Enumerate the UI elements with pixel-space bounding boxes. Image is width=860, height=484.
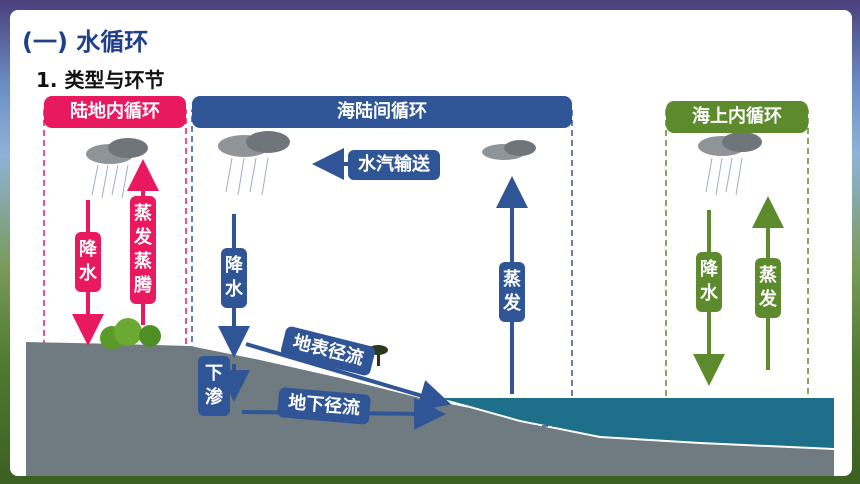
sea-cycle-box [665, 109, 809, 427]
land-evap-label: 蒸发蒸腾 [130, 196, 156, 304]
cloud-rain-icon [86, 138, 148, 199]
sea-land-cycle-title: 海陆间循环 [192, 96, 572, 128]
sea-land-evap-label: 蒸发 [499, 262, 525, 322]
land-cycle-title: 陆地内循环 [44, 96, 186, 128]
subsection-title: 1. 类型与环节 [36, 68, 165, 92]
trees-icon [100, 318, 161, 350]
cloud-rain-icon [698, 132, 762, 196]
infiltration-label: 下渗 [198, 356, 230, 416]
sea-precip-label: 降水 [696, 252, 722, 312]
vapor-transport-label: 水汽输送 [348, 150, 440, 180]
cloud-icon [482, 140, 536, 160]
sea-evap-label: 蒸发 [755, 258, 781, 318]
sea-cycle-title: 海上内循环 [666, 101, 808, 133]
surface-runoff-arrow [245, 342, 452, 411]
section-title: (一) 水循环 [22, 28, 149, 56]
sea-land-precip-label: 降水 [221, 248, 247, 308]
cloud-rain-icon [218, 131, 290, 196]
ocean [440, 398, 834, 448]
land-precip-label: 降水 [75, 232, 101, 292]
